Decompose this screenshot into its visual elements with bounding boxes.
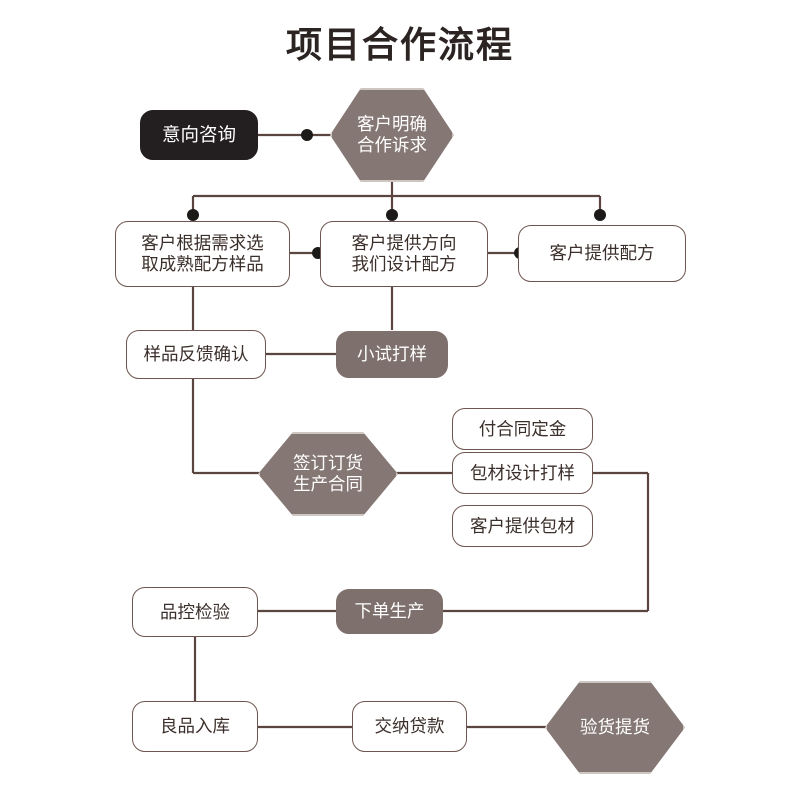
page-title: 项目合作流程 [285,24,514,65]
node-pay-deposit-label: 付合同定金 [478,418,567,439]
node-trial-sample[interactable]: 小试打样 [336,331,448,378]
node-goods-instock[interactable]: 良品入库 [132,701,258,752]
node-goods-instock-label: 良品入库 [160,716,230,737]
node-customer-formula[interactable]: 客户提供配方 [518,225,686,282]
node-quality-check-label: 品控检验 [160,601,230,622]
node-we-design-formula-label: 客户提供方向 我们设计配方 [351,233,457,274]
node-inspect-pickup[interactable]: 验货提货 [545,681,685,774]
node-customer-packaging-label: 客户提供包材 [470,515,575,536]
node-inspect-pickup-label: 验货提货 [580,717,650,738]
node-place-production-label: 下单生产 [354,601,425,622]
node-sample-feedback[interactable]: 样品反馈确认 [126,330,266,379]
node-pick-mature-formula[interactable]: 客户根据需求选 取成熟配方样品 [115,221,290,287]
node-pay-balance[interactable]: 交纳贷款 [352,701,467,752]
node-place-production[interactable]: 下单生产 [336,589,443,634]
node-we-design-formula[interactable]: 客户提供方向 我们设计配方 [320,221,488,287]
node-trial-sample-label: 小试打样 [357,344,427,365]
node-pay-balance-label: 交纳贷款 [374,716,445,737]
node-pick-mature-formula-label: 客户根据需求选 取成熟配方样品 [141,233,264,274]
node-customer-formula-label: 客户提供配方 [549,243,655,264]
node-packaging-design[interactable]: 包材设计打样 [452,452,593,494]
node-packaging-design-label: 包材设计打样 [470,462,575,483]
node-quality-check[interactable]: 品控检验 [132,587,258,637]
node-sign-contract-label: 签订订货 生产合同 [293,453,363,494]
node-customer-packaging[interactable]: 客户提供包材 [452,505,593,547]
node-clear-demand-label: 客户明确 合作诉求 [357,114,427,155]
node-sign-contract[interactable]: 签订订货 生产合同 [258,432,398,516]
node-sample-feedback-label: 样品反馈确认 [143,344,249,365]
node-clear-demand[interactable]: 客户明确 合作诉求 [330,88,454,182]
node-intent-consult[interactable]: 意向咨询 [140,110,258,160]
node-pay-deposit[interactable]: 付合同定金 [452,408,593,450]
node-intent-consult-label: 意向咨询 [161,124,236,146]
